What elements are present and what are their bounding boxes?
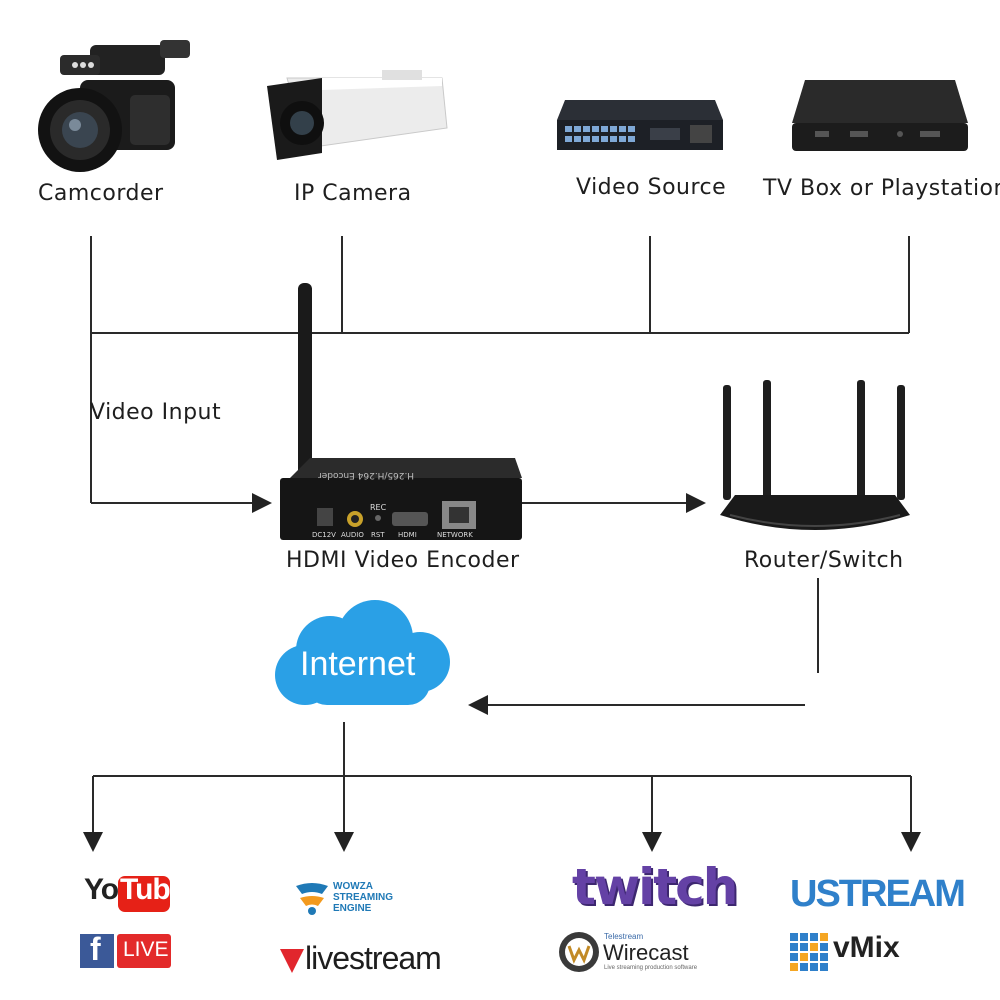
wowza-text-3: ENGINE xyxy=(333,903,372,914)
ustream-logo: USTREAM xyxy=(790,873,966,915)
internet-cloud-icon xyxy=(275,600,450,705)
livestream-icon xyxy=(280,949,304,973)
encoder-port-dc: DC12V xyxy=(312,531,336,539)
wirecast-text: Wirecast xyxy=(603,940,689,965)
video-input-label: Video Input xyxy=(90,400,222,425)
wowza-text-2: STREAMING xyxy=(333,892,393,903)
hdmi-encoder-icon xyxy=(280,283,522,540)
live-badge xyxy=(117,934,171,968)
tv-box-icon xyxy=(792,80,968,151)
wirecast-icon xyxy=(559,932,599,972)
camcorder-icon xyxy=(38,40,190,172)
router-icon xyxy=(720,380,910,530)
ip-camera-label: IP Camera xyxy=(294,181,412,206)
video-source-icon xyxy=(557,100,723,150)
tv-box-label: TV Box or Playstation xyxy=(763,176,1000,201)
router-label: Router/Switch xyxy=(744,548,904,573)
internet-label: Internet xyxy=(300,645,416,683)
twitch-logo: twitch xyxy=(572,858,738,916)
vmix-text: vMix xyxy=(833,931,900,964)
encoder-port-hdmi: HDMI xyxy=(398,531,417,539)
video-source-label: Video Source xyxy=(576,175,727,200)
encoder-label: HDMI Video Encoder xyxy=(286,548,520,573)
wirecast-brand: Telestream xyxy=(604,932,644,941)
vmix-icon xyxy=(790,933,828,971)
ip-camera-icon xyxy=(267,70,448,160)
facebook-f: f xyxy=(90,931,101,967)
encoder-port-audio: AUDIO xyxy=(341,531,364,539)
facebook-icon xyxy=(80,934,114,968)
youtube-tube: Tube xyxy=(120,873,186,906)
encoder-port-network: NETWORK xyxy=(437,531,473,539)
youtube-tube-badge xyxy=(118,876,170,912)
wowza-text-1: WOWZA xyxy=(333,881,373,892)
encoder-rec-text: REC xyxy=(370,503,387,512)
wowza-icon xyxy=(296,883,328,915)
facebook-live: LIVE xyxy=(123,938,169,961)
encoder-model-text: H.265/H.264 Encoder xyxy=(318,470,414,480)
camcorder-label: Camcorder xyxy=(38,181,164,206)
wirecast-subtitle: Live streaming production software xyxy=(604,965,698,971)
livestream-text: livestream xyxy=(305,940,442,976)
encoder-port-rst: RST xyxy=(371,531,385,539)
